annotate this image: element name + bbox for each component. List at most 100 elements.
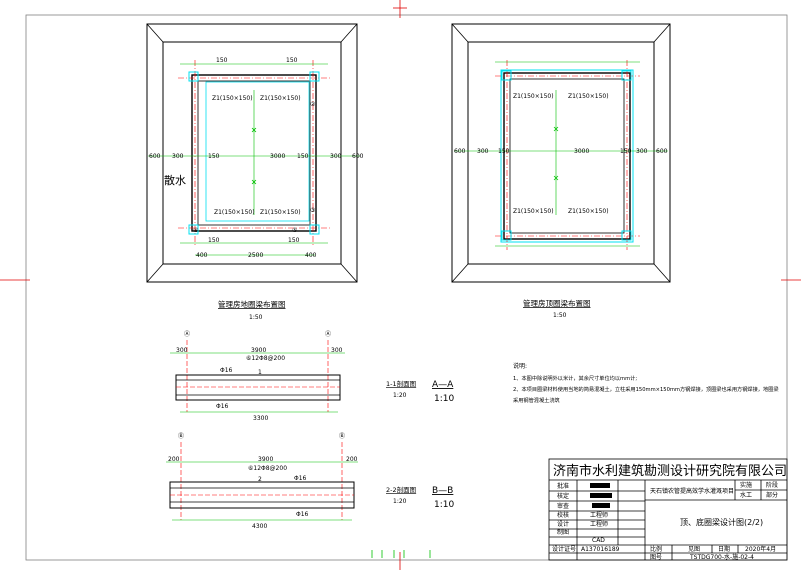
dim-text: 300 [636, 148, 648, 155]
dim-text: 3300 [253, 415, 268, 422]
dim-text: 600 [149, 153, 161, 160]
dim-text: 200 [346, 456, 358, 463]
scale-label: 比例 [650, 545, 662, 553]
dept-label: 水工 [740, 491, 752, 499]
signatures [590, 483, 612, 508]
section-2: Ⓑ Ⓑ 200 3900 200 ⑥12Φ8@200 Φ16 Φ16 2 430… [166, 432, 454, 530]
dim-text: 600 [454, 148, 466, 155]
scale-value: 见图 [688, 546, 700, 553]
plan-left: Z1(150×150) Z1(150×150) Z1(150×150) Z1(1… [146, 23, 364, 283]
row-label: 校核 [557, 511, 569, 519]
dim-text: 300 [477, 148, 489, 155]
row-label: 核定 [557, 492, 569, 500]
outline-cyan [205, 81, 310, 222]
plan-right: Z1(150×150) Z1(150×150) Z1(150×150) Z1(1… [451, 23, 671, 283]
apron-outer [451, 23, 671, 283]
rebar-bot: Φ16 [216, 403, 229, 410]
marker: ③ [310, 207, 315, 214]
row-label: 设计证号 [552, 545, 576, 553]
date-label: 日期 [718, 545, 730, 553]
section-mark: A—A [432, 380, 454, 390]
project-name: 天石镇农管提高效学水灌溉项目 [650, 487, 734, 495]
beam-label: Z1(150×150) [568, 93, 609, 100]
row-value: A137016189 [581, 546, 620, 553]
rebar-side: Φ16 [220, 367, 233, 374]
dim-text: 150 [286, 57, 298, 64]
axis-bubble: Ⓑ [339, 432, 345, 440]
beam-label: Z1(150×150) [568, 208, 609, 215]
drawing-title: 顶、底圈梁设计图(2/2) [680, 517, 763, 527]
beam-label: Z1(150×150) [513, 93, 554, 100]
dim-text: 150 [208, 153, 220, 160]
section-label: 2-2剖面图 [386, 485, 416, 494]
section-mark-scale: 1:10 [434, 500, 454, 510]
rebar-side: Φ16 [294, 475, 307, 482]
dim-text: 300 [330, 153, 342, 160]
notes-line: 1、本图中除说明外以米计，其余尺寸单位均以mm计; [513, 374, 637, 382]
dim-text: 200 [168, 456, 180, 463]
apron-inner [467, 41, 655, 265]
marker: ② [310, 101, 316, 108]
row-label: 批准 [557, 482, 569, 490]
beam-label: Z1(150×150) [513, 208, 554, 215]
dim-text: 150 [208, 237, 220, 244]
plan-left-scale: 1:50 [249, 314, 263, 321]
axis-bubble: Ⓐ [184, 330, 190, 338]
ref-mark: 2 [258, 476, 262, 483]
row-label: 审查 [557, 502, 569, 510]
ring-beam-inner [509, 78, 625, 234]
dim-text: 3000 [574, 148, 589, 155]
dim-text: 150 [216, 57, 228, 64]
marker: ④ [193, 227, 198, 234]
dim-text: 300 [331, 347, 343, 354]
beam-label: Z1(150×150) [214, 209, 255, 216]
number-label: 图号 [650, 554, 662, 561]
beam-label: Z1(150×150) [260, 209, 301, 216]
axis-bubble: Ⓐ [325, 330, 331, 338]
ring-beam-outer [503, 72, 631, 240]
stage-label: 实施 [740, 481, 752, 489]
stage-value: 阶段 [766, 481, 778, 489]
notes-line: 采用钢管混凝土浇筑 [513, 396, 561, 404]
marker: ⑤ [292, 227, 297, 234]
apron-outer [146, 23, 358, 283]
dim-text: 150 [288, 237, 300, 244]
dept-value: 部分 [766, 491, 778, 499]
beam-body [175, 374, 341, 401]
side-label: 散水 [164, 173, 186, 187]
section-label: 1-1剖面图 [386, 379, 416, 388]
beam-label: Z1(150×150) [260, 95, 301, 102]
row-label: 设计 [557, 520, 569, 528]
rebar-note: ⑥12Φ8@200 [246, 355, 285, 362]
dim-text: 300 [172, 153, 184, 160]
dim-text: 400 [196, 252, 208, 259]
plan-right-title: 管理房顶圈梁布置图 [523, 298, 591, 308]
dim-text: 400 [305, 252, 317, 259]
ring-beam-outer [191, 74, 317, 232]
section-scale: 1:20 [393, 392, 407, 399]
dim-text: 150 [620, 148, 632, 155]
row-value: CAD [592, 537, 605, 544]
dim-text: 150 [498, 148, 510, 155]
section-scale: 1:20 [393, 498, 407, 505]
row-value: 工程师 [590, 511, 608, 519]
plan-right-scale: 1:50 [553, 312, 567, 319]
plan-left-title: 管理房地圈梁布置图 [218, 299, 286, 309]
dim-text: 4300 [252, 523, 267, 530]
ref-mark: 1 [258, 369, 262, 376]
company-name: 济南市水利建筑勘测设计研究院有限公司 [553, 463, 787, 479]
axis-bubble: Ⓑ [178, 432, 184, 440]
apron-inner [162, 41, 342, 265]
dim-text: 3000 [270, 153, 285, 160]
title-block [548, 458, 788, 561]
ring-beam-inner [197, 80, 311, 226]
dim-text: 3900 [251, 347, 266, 354]
section-1: Ⓐ Ⓐ 300 3900 300 ⑥12Φ8@200 Φ16 Φ16 1 330… [170, 330, 454, 422]
notes-heading: 说明: [513, 362, 527, 370]
section-mark-scale: 1:10 [434, 394, 454, 404]
number-value: TSTDG700-水-施-02-4 [689, 553, 754, 561]
dim-text: 600 [352, 153, 364, 160]
dim-text: 2500 [248, 252, 263, 259]
